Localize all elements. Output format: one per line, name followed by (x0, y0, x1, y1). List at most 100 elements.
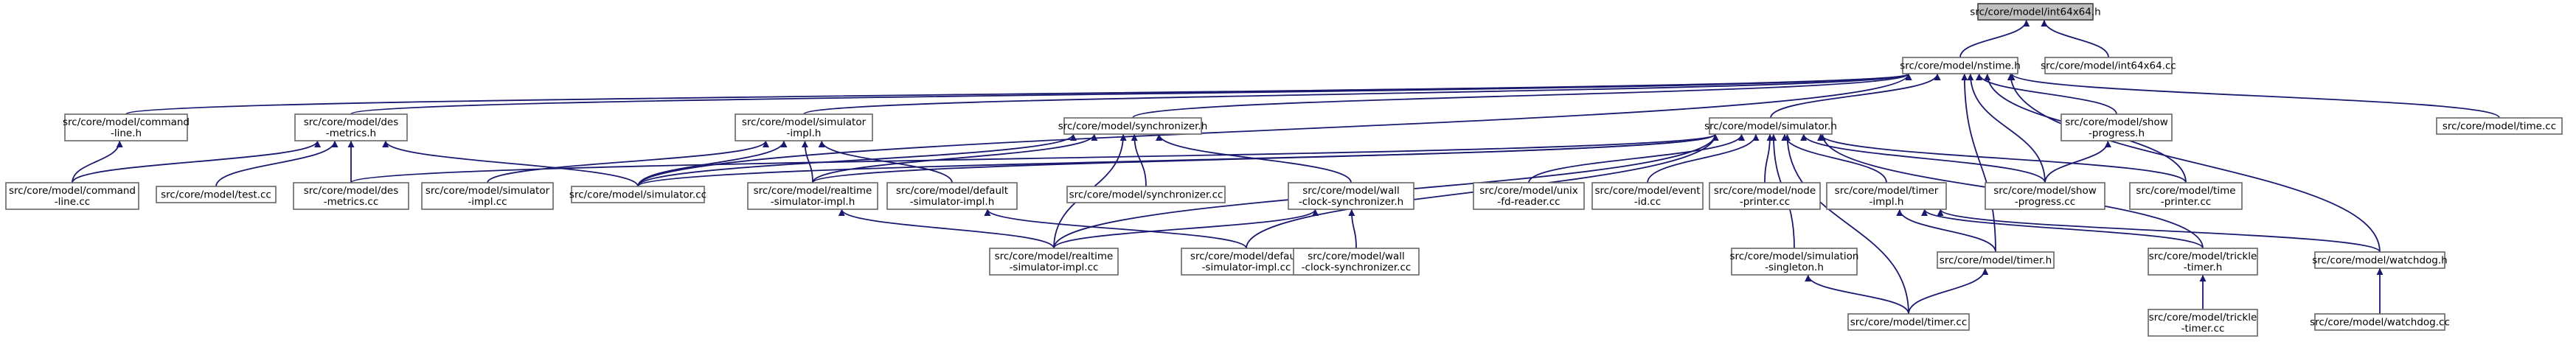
node-int64x64-h[interactable]: src/core/model/int64x64.h (1970, 3, 2101, 21)
node-timer-h[interactable]: src/core/model/timer.h (1937, 251, 2055, 269)
node-label: src/core/model/simulator.h (1704, 121, 1837, 133)
node-label: -clock-synchronizer.cc (1302, 262, 1412, 273)
node-command-line-h[interactable]: src/core/model/command-line.h (63, 113, 190, 141)
node-label: -impl.h (1869, 196, 1904, 208)
node-label: src/core/model/wall (1308, 251, 1404, 262)
node-simulator-h[interactable]: src/core/model/simulator.h (1704, 117, 1837, 135)
node-timer-impl-h[interactable]: src/core/model/timer-impl.h (1826, 182, 1947, 210)
node-box (293, 182, 409, 210)
edge-timer-h-to-timer-impl-h (1896, 209, 1996, 253)
node-label: -impl.h (787, 127, 822, 139)
node-des-metrics-cc[interactable]: src/core/model/des-metrics.cc (293, 182, 409, 210)
node-event-id-cc[interactable]: src/core/model/event-id.cc (1591, 182, 1704, 210)
node-label: src/core/model/timer.h (1940, 255, 2052, 267)
node-time-printer-cc[interactable]: src/core/model/time-printer.cc (2129, 182, 2243, 210)
edge-timer-cc-to-timer-h (1908, 267, 1989, 315)
node-label: src/core/model/simulation (1729, 251, 1858, 262)
node-trickle-timer-cc[interactable]: src/core/model/trickle-timer.cc (2148, 309, 2258, 337)
node-label: -timer.cc (2181, 323, 2225, 335)
node-des-metrics-h[interactable]: src/core/model/des-metrics.h (294, 113, 408, 141)
node-nstime-h[interactable]: src/core/model/nstime.h (1900, 57, 2021, 74)
node-realtime-sim-impl-h[interactable]: src/core/model/realtime-simulator-impl.h (747, 182, 878, 210)
node-wall-clock-sync-cc[interactable]: src/core/model/wall-clock-synchronizer.c… (1293, 248, 1420, 276)
node-label: src/core/model/int64x64.cc (2041, 60, 2176, 72)
node-label: src/core/model/des (304, 185, 399, 197)
node-label: src/core/model/nstime.h (1900, 60, 2021, 72)
node-box (2148, 248, 2258, 276)
edge-trickle-timer-h-to-timer-impl-h (1921, 209, 2204, 249)
edge-simulator-h-to-nstime-h (1770, 73, 1941, 119)
node-box (989, 248, 1119, 276)
node-int64x64-cc[interactable]: src/core/model/int64x64.cc (2041, 57, 2176, 74)
node-time-cc[interactable]: src/core/model/time.cc (2436, 117, 2563, 135)
edge-simulator-impl-cc-to-simulator-impl-h (487, 140, 769, 183)
node-synchronizer-h[interactable]: src/core/model/synchronizer.h (1058, 117, 1208, 135)
node-box (2314, 313, 2445, 331)
node-label: src/core/model/timer (1835, 185, 1939, 197)
node-test-cc[interactable]: src/core/model/test.cc (156, 186, 277, 203)
node-box (294, 113, 408, 141)
edge-node-printer-cc-to-simulator-h (1764, 133, 1774, 183)
edge-simulator-cc-to-synchronizer-h (637, 133, 1077, 187)
node-label: -simulator-impl.h (771, 196, 855, 208)
node-label: src/core/model/command (9, 185, 136, 197)
node-label: src/core/model/simulator.cc (569, 189, 707, 201)
node-label: -metrics.cc (324, 196, 379, 208)
node-box (1937, 251, 2055, 269)
node-label: src/core/model/event (1594, 185, 1700, 197)
node-label: src/core/model/unix (1479, 185, 1577, 197)
node-trickle-timer-h[interactable]: src/core/model/trickle-timer.h (2148, 248, 2258, 276)
node-default-sim-impl-cc[interactable]: src/core/model/default-simulator-impl.cc (1181, 248, 1312, 276)
node-timer-cc[interactable]: src/core/model/timer.cc (1847, 313, 1970, 331)
node-label: -id.cc (1634, 196, 1661, 208)
edge-synchronizer-cc-to-synchronizer-h (1131, 133, 1147, 187)
edge-command-line-cc-to-command-line-h (72, 140, 123, 183)
edge-simulator-impl-h-to-nstime-h (803, 73, 1912, 115)
node-command-line-cc[interactable]: src/core/model/command-line.cc (5, 182, 139, 210)
node-box (1709, 182, 1821, 210)
node-box (1731, 248, 1858, 276)
edge-simulator-cc-to-simulator-impl-h (637, 140, 788, 187)
edge-default-sim-impl-cc-to-default-sim-impl-h (984, 209, 1247, 249)
node-watchdog-cc[interactable]: src/core/model/watchdog.cc (2310, 313, 2450, 331)
node-box (2148, 309, 2258, 337)
node-simulator-impl-cc[interactable]: src/core/model/simulator-impl.cc (421, 182, 554, 210)
node-label: src/core/model/default (1190, 251, 1302, 262)
edge-timer-h-to-nstime-h (1961, 73, 1996, 253)
edge-nstime-h-to-int64x64-h (1959, 19, 2030, 58)
node-box (1473, 182, 1585, 210)
node-show-progress-h[interactable]: src/core/model/show-progress.h (2061, 113, 2173, 141)
node-label: src/core/model/watchdog.h (2312, 255, 2447, 267)
node-unix-fd-reader-cc[interactable]: src/core/model/unix-fd-reader.cc (1473, 182, 1585, 210)
edge-realtime-sim-impl-h-to-simulator-h (812, 133, 1719, 183)
node-realtime-sim-impl-cc[interactable]: src/core/model/realtime-simulator-impl.c… (989, 248, 1119, 276)
node-label: -line.cc (55, 196, 90, 208)
node-label: -fd-reader.cc (1497, 196, 1560, 208)
node-label: -printer.cc (1740, 196, 1790, 208)
edge-realtime-sim-impl-h-to-simulator-impl-h (801, 140, 813, 183)
node-label: src/core/model/des (304, 116, 399, 128)
edge-simulator-cc-to-des-metrics-h (382, 140, 639, 187)
node-box (2436, 117, 2563, 135)
node-synchronizer-cc[interactable]: src/core/model/synchronizer.cc (1066, 186, 1226, 203)
node-simulator-cc[interactable]: src/core/model/simulator.cc (569, 186, 707, 203)
node-simulation-singleton-h[interactable]: src/core/model/simulation-singleton.h (1729, 248, 1859, 276)
node-show-progress-cc[interactable]: src/core/model/show-progress.cc (1985, 182, 2105, 210)
node-box (2129, 182, 2243, 210)
edge-show-progress-cc-to-simulator-h (1800, 133, 2046, 183)
node-watchdog-h[interactable]: src/core/model/watchdog.h (2312, 251, 2448, 269)
node-wall-clock-sync-h[interactable]: src/core/model/wall-clock-synchronizer.h (1288, 182, 1414, 210)
node-node-printer-cc[interactable]: src/core/model/node-printer.cc (1709, 182, 1821, 210)
node-box (421, 182, 554, 210)
node-label: src/core/model/default (896, 185, 1008, 197)
node-box (1847, 313, 1970, 331)
node-simulator-impl-h[interactable]: src/core/model/simulator-impl.h (735, 113, 873, 141)
node-box (571, 186, 705, 203)
node-label: src/core/model/show (1993, 185, 2097, 197)
node-label: src/core/model/realtime (995, 251, 1114, 262)
node-label: src/core/model/int64x64.h (1970, 7, 2100, 18)
node-default-sim-impl-h[interactable]: src/core/model/default-simulator-impl.h (886, 182, 1018, 210)
node-box (1985, 182, 2105, 210)
node-label: src/core/model/wall (1302, 185, 1399, 197)
